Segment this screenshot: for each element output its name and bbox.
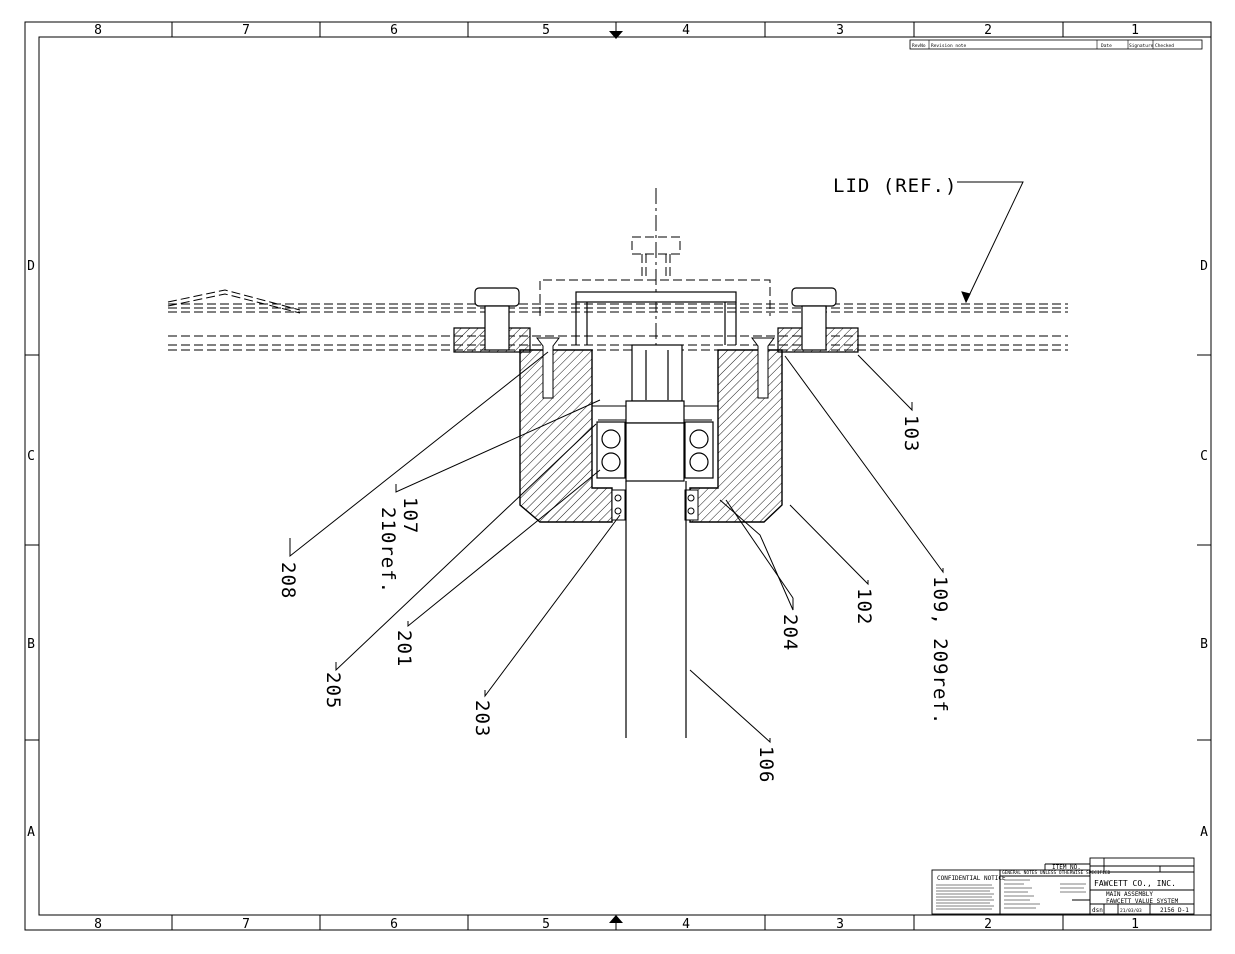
cover-insert <box>575 291 737 345</box>
callout-106: 106 <box>755 746 777 783</box>
callout-201: 201 <box>393 630 415 667</box>
date-header: Date <box>1101 43 1112 49</box>
col-label-bottom-8: 8 <box>94 917 102 932</box>
callout-203: 203 <box>471 700 493 737</box>
revision-note-header: Revision note <box>931 43 967 49</box>
row-label-right-d: D <box>1200 259 1208 274</box>
shaft-106 <box>625 344 687 738</box>
lid-reference <box>167 236 1068 351</box>
confidential-notice: CONFIDENTIAL NOTICE <box>937 875 1006 882</box>
col-label-top-1: 1 <box>1131 23 1139 38</box>
rev-no-header: RevNo <box>912 43 926 49</box>
col-label-top-6: 6 <box>390 23 398 38</box>
col-label-top-4: 4 <box>682 23 690 38</box>
leader-lines <box>289 181 1024 744</box>
callout-lid: LID (REF.) <box>833 175 957 197</box>
callout-109-209ref: 109, 209ref. <box>929 576 951 725</box>
col-label-bottom-6: 6 <box>390 917 398 932</box>
item-no-label: ITEM NO. <box>1052 864 1081 871</box>
col-label-bottom-7: 7 <box>242 917 250 932</box>
col-label-bottom-5: 5 <box>542 917 550 932</box>
title-block-fine-print <box>936 879 1086 910</box>
cap-screws <box>474 287 837 351</box>
seals-203 <box>611 489 699 521</box>
col-label-top-7: 7 <box>242 23 250 38</box>
row-label-left-d: D <box>27 259 35 274</box>
drawing-date: 21/03/03 <box>1120 908 1142 914</box>
col-label-top-2: 2 <box>984 23 992 38</box>
bearings-201 <box>596 421 714 479</box>
callout-103: 103 <box>900 415 922 452</box>
drawn-by: dsn <box>1092 907 1103 914</box>
row-label-right-c: C <box>1200 449 1208 464</box>
title-block <box>931 857 1195 915</box>
callout-204: 204 <box>779 614 801 651</box>
callout-102: 102 <box>853 588 875 625</box>
row-label-right-a: A <box>1200 825 1208 840</box>
col-label-top-3: 3 <box>836 23 844 38</box>
col-label-bottom-3: 3 <box>836 917 844 932</box>
drawing-border <box>24 21 1212 931</box>
col-label-bottom-4: 4 <box>682 917 690 932</box>
row-label-right-b: B <box>1200 637 1208 652</box>
row-label-left-c: C <box>27 449 35 464</box>
col-label-top-8: 8 <box>94 23 102 38</box>
callout-205: 205 <box>322 672 344 709</box>
callout-208: 208 <box>277 562 299 599</box>
company-name: FAWCETT CO., INC. <box>1094 879 1176 888</box>
col-label-top-5: 5 <box>542 23 550 38</box>
drawing-number: 2156 D-1 <box>1160 907 1189 914</box>
col-label-bottom-1: 1 <box>1131 917 1139 932</box>
signature-header: Signature <box>1129 43 1154 49</box>
inner-screws-109 <box>536 337 775 399</box>
row-label-left-b: B <box>27 637 35 652</box>
title-line-1: MAIN ASSEMBLY <box>1106 891 1153 898</box>
revision-table: RevNo Revision note Date Signature Check… <box>909 39 1203 50</box>
row-label-left-a: A <box>27 825 35 840</box>
top-center-arrow <box>609 31 623 39</box>
col-label-bottom-2: 2 <box>984 917 992 932</box>
general-notes-label: GENERAL NOTES UNLESS OTHERWISE SPECIFIED <box>1002 870 1111 876</box>
checked-header: Checked <box>1155 43 1174 49</box>
callout-210ref: 210ref. <box>377 507 399 594</box>
callout-107: 107 <box>399 497 421 534</box>
bottom-center-arrow <box>609 915 623 923</box>
title-line-2: FAWCETT VALUE SYSTEM <box>1106 898 1179 905</box>
